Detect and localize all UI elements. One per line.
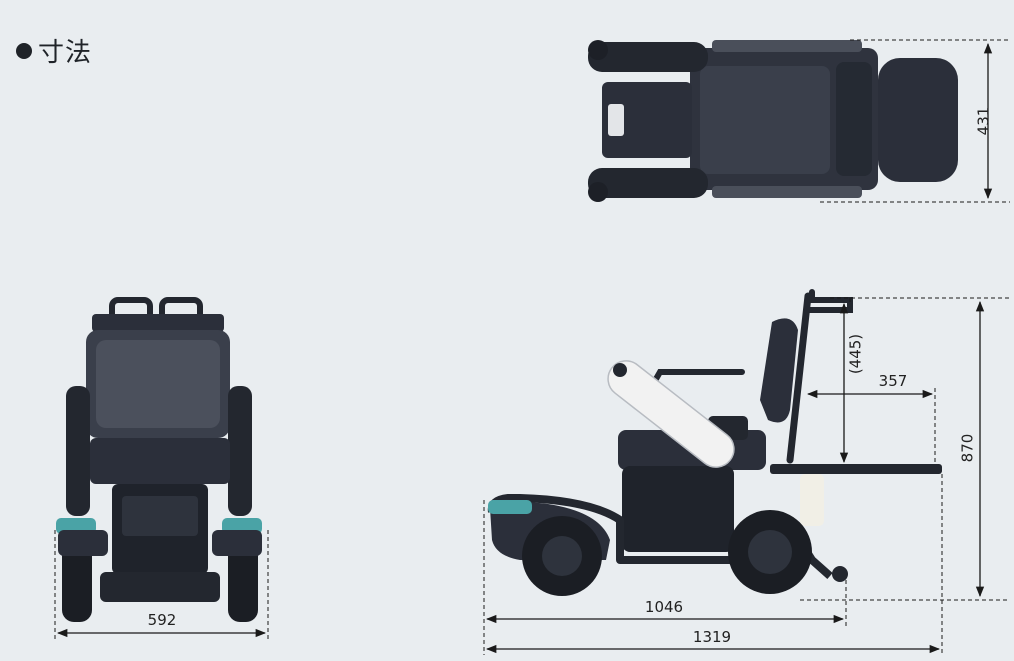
front-side-left	[66, 386, 90, 516]
top-front-wheel-upper	[588, 40, 608, 60]
front-wheel-right	[228, 540, 258, 622]
front-armrest-right	[212, 530, 262, 556]
top-footrest-light	[608, 104, 624, 136]
front-backrest-pad	[96, 340, 220, 428]
top-front-wheel-lower	[588, 182, 608, 202]
filled-circle-icon	[16, 42, 32, 59]
top-arm-lower	[588, 168, 708, 198]
side-backrest	[760, 318, 798, 423]
dimension-357: 357	[806, 372, 936, 464]
side-armrest-knob	[613, 363, 627, 377]
section-title: 寸法	[38, 38, 93, 68]
front-wheel-left	[62, 540, 92, 622]
dimension-1319: 1319	[485, 474, 943, 655]
dimension-label-870: 870	[959, 434, 977, 463]
section-heading: 寸法	[16, 32, 92, 69]
front-view-wheelchair	[56, 297, 262, 622]
top-rear-body	[878, 58, 958, 182]
top-footrest	[602, 82, 692, 158]
dimension-445: (445)	[830, 297, 1010, 464]
side-rear-light	[800, 474, 824, 526]
side-rear-wheel-hub	[748, 530, 792, 574]
side-back-post	[786, 292, 812, 464]
top-view-wheelchair	[588, 40, 958, 202]
front-footrest	[100, 572, 220, 602]
side-caster	[832, 566, 848, 582]
front-armrest-left	[58, 530, 108, 556]
top-arm-upper	[588, 42, 708, 72]
side-armrest-pad	[607, 360, 735, 468]
dimension-label-357: 357	[879, 372, 908, 390]
dimension-label-1046: 1046	[645, 598, 683, 616]
front-seat-base	[90, 438, 230, 484]
dimension-870: 870	[800, 300, 1010, 601]
top-armrest-rail-lower	[712, 186, 862, 198]
front-body-panel	[122, 496, 198, 536]
top-seat	[700, 66, 830, 174]
dimension-label-445: (445)	[847, 334, 865, 374]
dimension-431: 431	[820, 39, 1010, 203]
dimension-label-1319: 1319	[693, 628, 731, 646]
front-side-right	[228, 386, 252, 516]
side-seat-plate	[770, 464, 942, 474]
dimension-label-431: 431	[975, 107, 993, 136]
side-body	[622, 466, 734, 552]
dimension-1046: 1046	[483, 500, 847, 655]
top-backrest	[836, 62, 872, 176]
dimension-label-592: 592	[148, 611, 177, 629]
side-view-wheelchair	[487, 289, 942, 596]
top-armrest-rail-upper	[712, 40, 862, 52]
side-front-teal	[488, 500, 532, 514]
dimension-592: 592	[54, 530, 269, 640]
front-top-bar	[92, 314, 224, 332]
side-front-wheel-hub	[542, 536, 582, 576]
